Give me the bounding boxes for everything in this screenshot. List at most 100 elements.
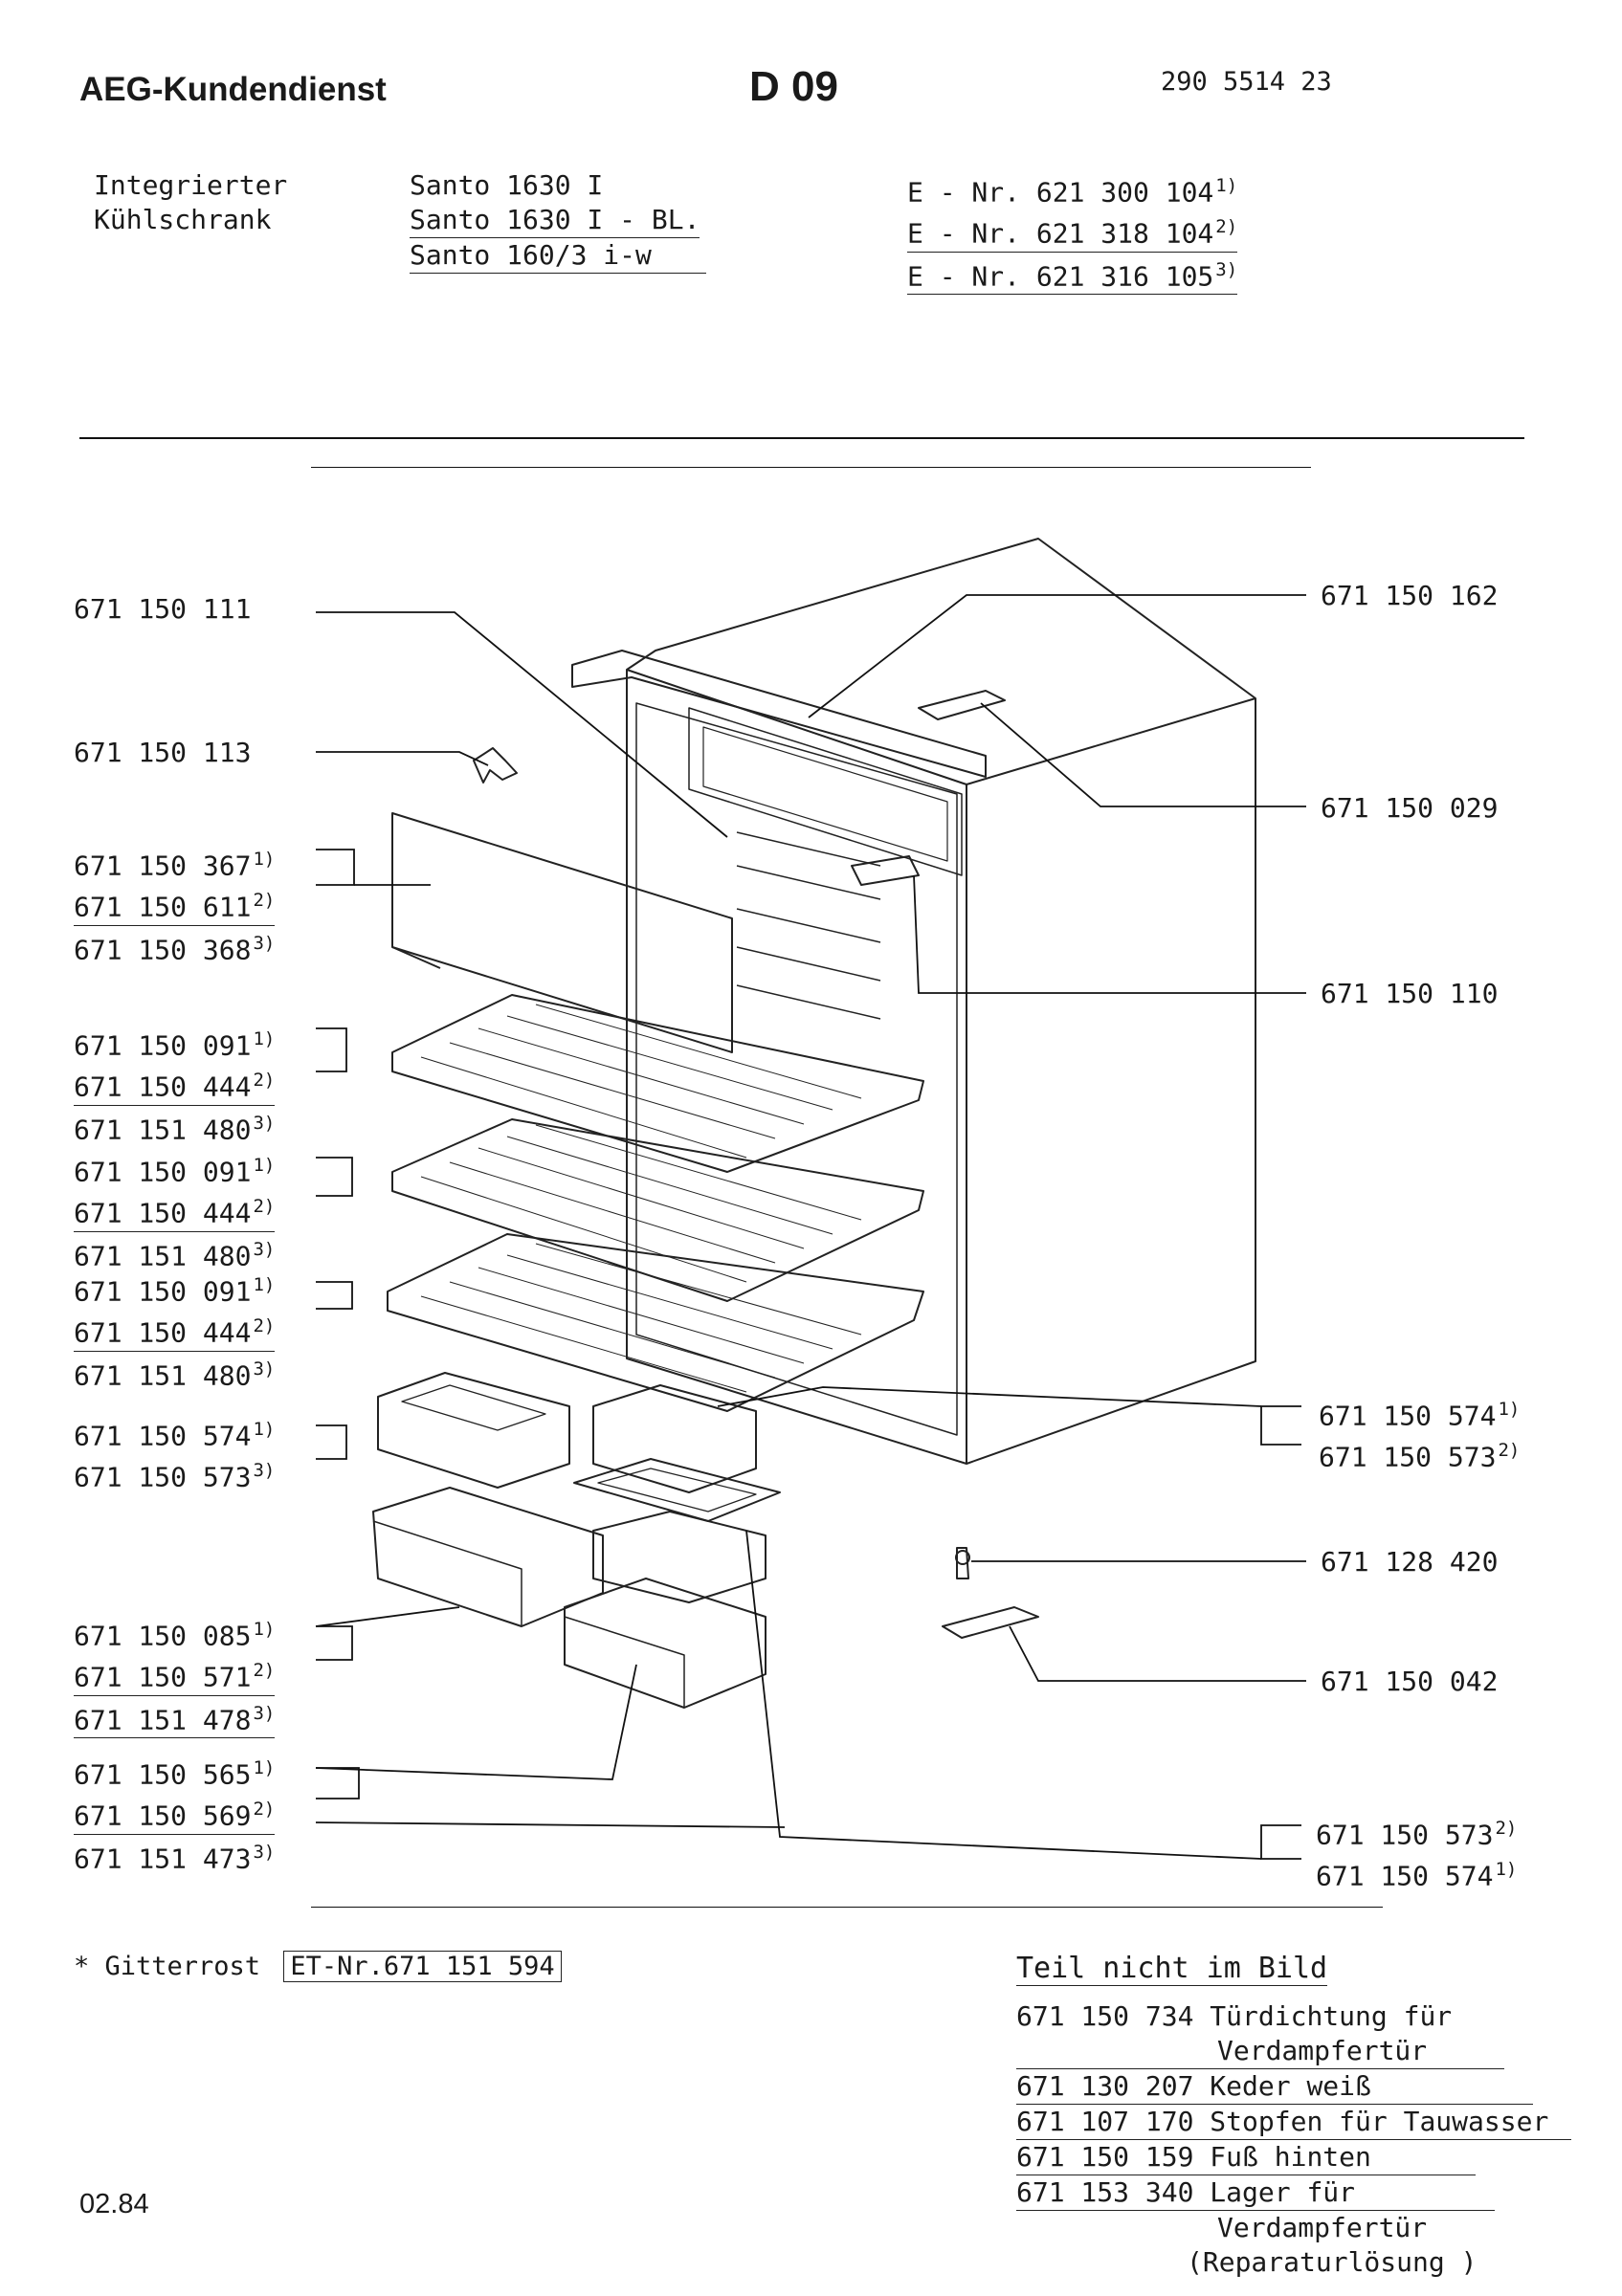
part-number: 671 150 571 <box>74 1661 252 1693</box>
leader-bracket-091-b <box>316 1157 353 1197</box>
footnote-ref: 1) <box>1495 1859 1518 1881</box>
part-description: Türdichtung für <box>1210 2000 1453 2032</box>
adjustable-foot <box>956 1547 969 1579</box>
crisper-drawer-right <box>564 1578 767 1709</box>
part-label-group: 671 150 029 <box>1321 792 1498 824</box>
reparatur-note: (Reparaturlösung ) <box>1187 2246 1478 2278</box>
part-label-group: 671 150 110 <box>1321 978 1498 1009</box>
part-description-cont: Verdampfertür <box>1217 2212 1428 2243</box>
crisper-tray-lower <box>592 1511 767 1603</box>
leader-671-150-574-left <box>316 1424 347 1460</box>
part-number: 671 150 111 <box>74 593 252 625</box>
footnote-ref: 3) <box>253 1112 276 1134</box>
crisper-frame-right <box>573 1458 781 1522</box>
footnote-ref: 2) <box>1498 1440 1521 1462</box>
model-list: Santo 1630 I Santo 1630 I - BL. Santo 16… <box>410 168 706 274</box>
leader-lines <box>315 594 1306 1860</box>
product-type-line-1: Integrierter <box>94 169 288 201</box>
side-rails <box>736 831 881 1020</box>
part-number: 671 150 565 <box>74 1758 252 1791</box>
bottom-hinge-plate <box>942 1606 1039 1639</box>
model-name: Santo 1630 I - BL. <box>410 203 700 238</box>
crisper-cover-right <box>592 1384 757 1493</box>
footnote-ref: 3) <box>253 1238 276 1260</box>
footnote-ref: 3) <box>253 1702 276 1724</box>
part-number: 671 151 480 <box>74 1239 252 1271</box>
part-number: 671 150 368 <box>74 933 252 965</box>
freezer-compartment <box>688 707 963 876</box>
footnote-ref: 2) <box>1495 1818 1518 1839</box>
shelf-hatching <box>420 1004 862 1393</box>
part-label-group: 671 150 111 <box>74 593 251 625</box>
part-number: 671 150 573 <box>1316 1819 1494 1851</box>
footnote-ref: 1) <box>253 1155 276 1176</box>
leader-671-151-473 <box>315 1821 786 1828</box>
leader-bracket-091-c <box>316 1281 353 1310</box>
footnote-ref: 1) <box>1215 175 1238 196</box>
cabinet-opening <box>635 702 958 1436</box>
leader-671-150-110 <box>913 874 1306 994</box>
document-number: 290 5514 23 <box>1161 67 1332 97</box>
footnote-ref: 3) <box>253 932 276 954</box>
part-number: 671 128 420 <box>1321 1546 1499 1578</box>
part-number: 671 150 113 <box>74 737 252 768</box>
part-number: 671 151 478 <box>74 1703 252 1735</box>
gitterrost-label: * Gitterrost <box>74 1952 261 1981</box>
part-number: 671 150 091 <box>74 1156 252 1188</box>
part-description-cont: Verdampfertür <box>1016 2034 1504 2069</box>
top-frame-bar <box>571 650 987 778</box>
footnote-ref: 2) <box>253 1070 276 1092</box>
footnote-ref: 2) <box>253 890 276 912</box>
leader-bracket-367 <box>316 849 355 886</box>
leader-bracket-574-right <box>1260 1405 1301 1446</box>
footnote-ref: 2) <box>1215 216 1238 238</box>
crisper-cover-left <box>377 1372 570 1489</box>
footnote-ref: 2) <box>253 1196 276 1218</box>
part-number: 671 150 569 <box>74 1799 252 1832</box>
footnote-ref: 1) <box>253 1419 276 1440</box>
bolt-part <box>473 747 518 784</box>
part-number: 671 150 611 <box>74 891 252 923</box>
part-description: Keder weiß <box>1210 2070 1371 2102</box>
part-number: 671 150 573 <box>1319 1441 1497 1473</box>
leader-bracket-091-a <box>316 1027 347 1072</box>
part-label-group: 671 128 420 <box>1321 1546 1498 1578</box>
e-number: E - Nr. 621 318 104 <box>907 217 1214 250</box>
part-label-group: 671 150 162 <box>1321 580 1498 611</box>
footnote-ref: 3) <box>253 1358 276 1380</box>
part-number: 671 150 029 <box>1321 792 1499 824</box>
shelf-3 <box>387 1233 924 1412</box>
part-number: 671 150 162 <box>1321 580 1499 611</box>
top-hinge-plate <box>918 690 1006 720</box>
part-number: 671 150 574 <box>1316 1860 1494 1892</box>
leader-bracket-565 <box>316 1767 360 1799</box>
leader-671-150-029 <box>980 702 1306 807</box>
part-number: 671 151 473 <box>74 1842 252 1874</box>
leader-671-150-574-right <box>717 1386 1262 1407</box>
part-number: 671 150 110 <box>1321 978 1499 1009</box>
part-number: 671 150 091 <box>74 1029 252 1062</box>
product-type-line-2: Kühlschrank <box>94 204 272 235</box>
leader-671-150-162 <box>808 594 1306 718</box>
e-number: E - Nr. 621 316 105 <box>907 259 1214 292</box>
model-name: Santo 160/3 i-w <box>410 238 706 274</box>
section-code: D 09 <box>749 63 838 110</box>
part-number: 671 150 734 <box>1016 2000 1194 2032</box>
footnote-ref: 1) <box>1498 1399 1521 1420</box>
